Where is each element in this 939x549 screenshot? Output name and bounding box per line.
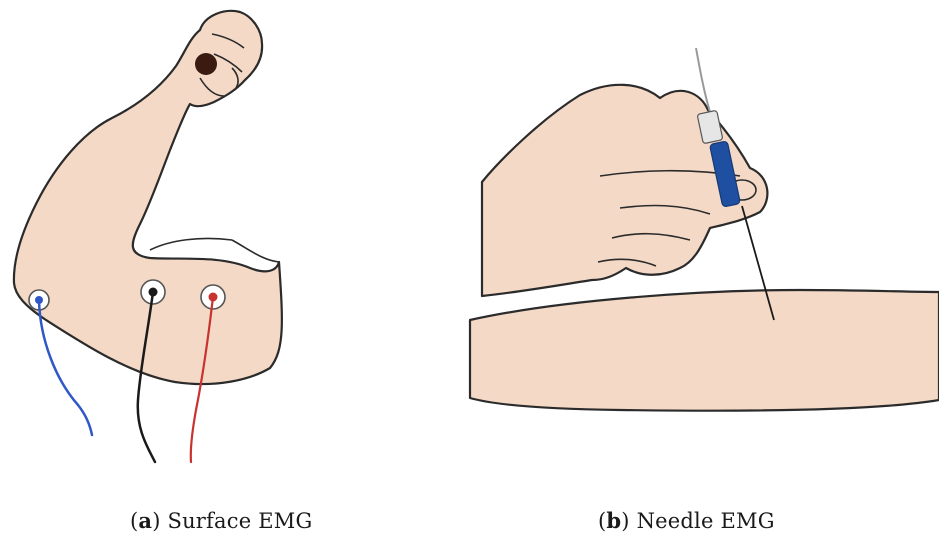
caption-surface-emg: (a) Surface EMG <box>130 508 312 533</box>
forearm-icon <box>470 290 939 411</box>
panel-letter-a: a <box>138 508 152 533</box>
caption-needle-emg-text: Needle EMG <box>637 509 775 533</box>
caption-needle-emg: (b) Needle EMG <box>598 508 775 533</box>
panel-letter-b: b <box>606 508 621 533</box>
caption-surface-emg-text: Surface EMG <box>168 509 313 533</box>
